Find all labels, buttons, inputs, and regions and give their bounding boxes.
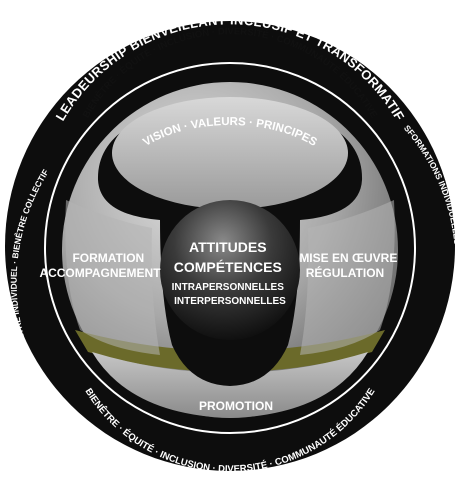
center-ball (160, 200, 300, 340)
vision-cap (112, 97, 348, 209)
ring-separator (44, 62, 416, 434)
center-label: ATTITUDES COMPÉTENCES INTRAPERSONNELLES … (172, 239, 289, 307)
left-label: FORMATION ACCOMPAGNEMENT (39, 251, 161, 280)
right-label: MISE EN ŒUVRE RÉGULATION (299, 251, 400, 280)
promotion-label: PROMOTION (199, 399, 273, 413)
left-lobe (65, 200, 160, 355)
right-lobe (300, 200, 395, 355)
